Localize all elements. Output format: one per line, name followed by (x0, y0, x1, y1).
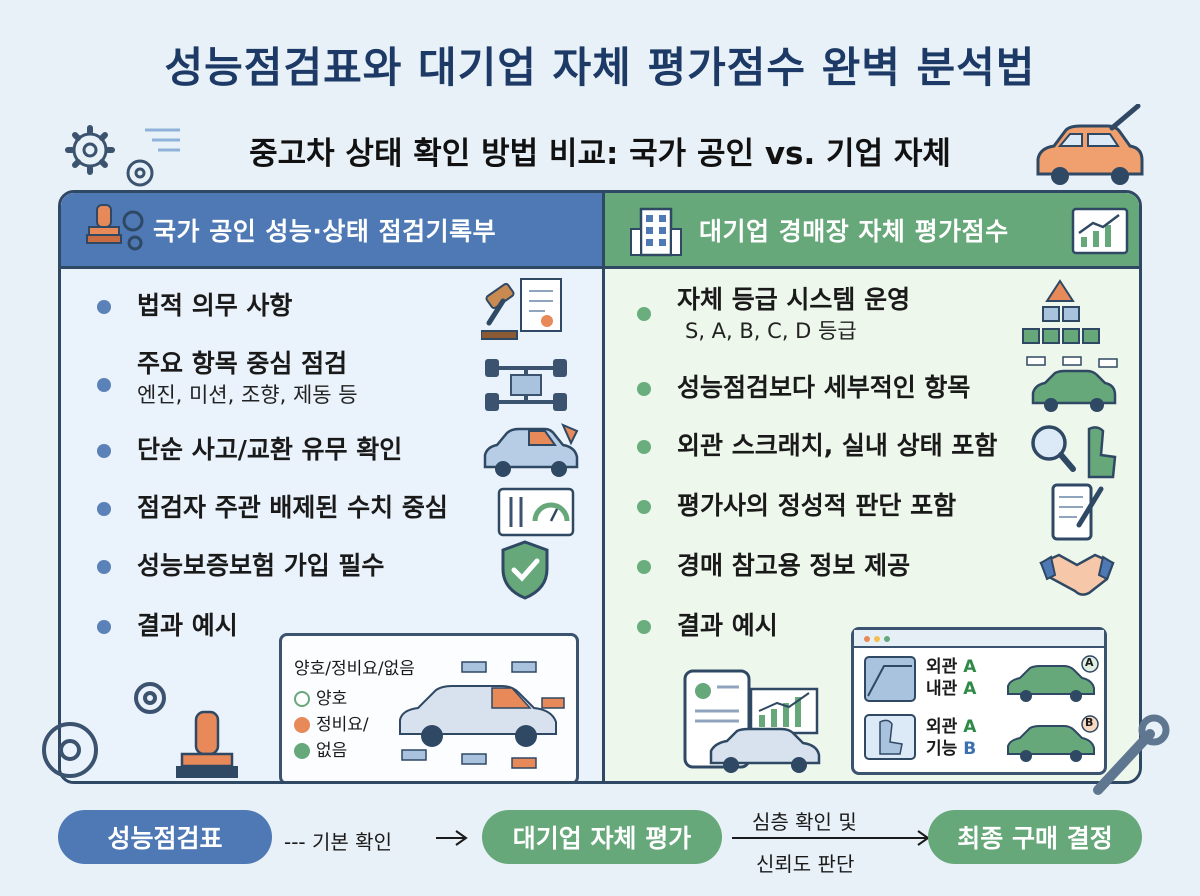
list-item: 성능점검보다 세부적인 항목 (637, 371, 970, 405)
item-label: 경매 참고용 정보 제공 (677, 551, 911, 580)
example-title: 양호/정비요/없음 (294, 659, 415, 679)
list-item: 외관 스크래치, 실내 상태 포함 (637, 429, 997, 463)
grade-row-2: 외관 A 기능 B (926, 717, 977, 759)
grade-badge-a: A (1085, 656, 1094, 669)
flow-arrow-basic-check: --- 기본 확인 (284, 830, 392, 854)
bullet (97, 444, 111, 458)
list-item: 경매 참고용 정보 제공 (637, 549, 910, 583)
gears-stamp-icon (42, 682, 238, 778)
bullet (637, 307, 651, 321)
page-subtitle: 중고차 상태 확인 방법 비교: 국가 공인 vs. 기업 자체 (249, 136, 951, 172)
item-label: 평가사의 정성적 판단 포함 (677, 491, 957, 520)
item-label: 주요 항목 중심 점검 (137, 349, 348, 378)
inspection-car-diagram (399, 661, 565, 769)
windshield-thumb-icon (864, 656, 916, 702)
list-item: 성능보증보험 가입 필수 (97, 549, 384, 583)
grade-car-a-icon (1007, 655, 1099, 702)
tablet-pen-icon (1051, 483, 1104, 541)
bullet (637, 440, 651, 454)
inspection-result-example: 양호/정비요/없음 양호 정비요/ 없음 (279, 633, 579, 781)
comparison-frame: 국가 공인 성능·상태 점검기록부 법적 의무 사항 주요 항목 중심 점검 엔… (58, 190, 1142, 784)
flow-arrow-deep-check: 심층 확인 및 (752, 810, 857, 834)
item-label: 법적 의무 사항 (137, 291, 293, 320)
item-sublabel: 엔진, 미션, 조향, 제동 등 (137, 383, 358, 407)
list-item: 법적 의무 사항 (97, 289, 292, 323)
auction-grade-example: 외관 A 내관 A A 외관 A 기능 B B (851, 627, 1107, 775)
flow-arrow-trust: 신뢰도 판단 (756, 852, 855, 876)
bullet (637, 560, 651, 574)
list-item: 주요 항목 중심 점검 엔진, 미션, 조향, 제동 등 (97, 347, 358, 409)
legend-good: 양호 (294, 684, 347, 709)
flow-step-corporate-eval: 대기업 자체 평가 (482, 810, 722, 864)
item-label: 성능보증보험 가입 필수 (137, 551, 385, 580)
auction-evaluation-title: 대기업 경매장 자체 평가점수 (699, 216, 1009, 246)
chart-up-icon (1071, 207, 1129, 255)
item-sublabel: S, A, B, C, D 등급 (685, 319, 857, 343)
item-label: 외관 스크래치, 실내 상태 포함 (677, 431, 998, 460)
building-icon (630, 207, 682, 257)
item-label: 점검자 주관 배제된 수치 중심 (137, 493, 448, 522)
damaged-car-icon (483, 423, 579, 477)
page-title: 성능점검표와 대기업 자체 평가점수 완벽 분석법 (164, 43, 1036, 92)
pyramid-icon (1022, 279, 1100, 344)
grade-badge-b: B (1085, 716, 1094, 729)
bullet (97, 300, 111, 314)
item-label: 성능점검보다 세부적인 항목 (677, 373, 971, 402)
magnifier-seat-icon (1031, 425, 1117, 479)
bullet (97, 502, 111, 516)
list-item: 점검자 주관 배제된 수치 중심 (97, 491, 448, 525)
list-item: 평가사의 정성적 판단 포함 (637, 489, 956, 523)
bullet (97, 378, 111, 392)
list-item: 단순 사고/교환 유무 확인 (97, 433, 402, 467)
bullet (97, 560, 111, 574)
seat-thumb-icon (864, 714, 916, 760)
auction-evaluation-column: 대기업 경매장 자체 평가점수 자체 등급 시스템 운영 S, A, B, C,… (602, 193, 1139, 781)
chassis-icon (485, 359, 567, 411)
bullet (637, 620, 651, 634)
legend-repair: 정비요/ (294, 710, 369, 735)
handshake-icon (1039, 553, 1115, 596)
bullet (97, 620, 111, 634)
window-dots-icon (864, 636, 890, 642)
arrow-right-icon (732, 830, 930, 846)
flow-step-final-decision: 최종 구매 결정 (928, 810, 1142, 864)
stamp-gear-icon (86, 204, 144, 251)
flow-step-inspection: 성능점검표 (58, 810, 272, 864)
gavel-icon (481, 278, 562, 340)
grade-car-b-icon (1007, 715, 1099, 762)
item-label: 결과 예시 (137, 611, 238, 640)
bullet (637, 500, 651, 514)
wrench-icon (1093, 714, 1170, 795)
bullet (637, 382, 651, 396)
list-item: 자체 등급 시스템 운영 S, A, B, C, D 등급 (637, 283, 910, 345)
grade-row-1: 외관 A 내관 A (926, 657, 977, 699)
item-label: 단순 사고/교환 유무 확인 (137, 435, 403, 464)
national-inspection-title: 국가 공인 성능·상태 점검기록부 (153, 216, 497, 246)
item-label: 결과 예시 (677, 611, 778, 640)
car-pen-icon (1036, 104, 1144, 185)
list-item: 결과 예시 (97, 609, 238, 643)
phone-chart-icon (683, 669, 821, 773)
item-label: 자체 등급 시스템 운영 (677, 285, 911, 314)
list-item: 결과 예시 (637, 609, 778, 643)
auction-evaluation-header: 대기업 경매장 자체 평가점수 (605, 193, 1139, 269)
gears-icon (65, 125, 180, 187)
legend-none: 없음 (294, 736, 347, 761)
arrow-right-icon (436, 830, 468, 846)
gauge-icon (497, 487, 575, 537)
shield-check-icon (501, 540, 549, 600)
national-inspection-header: 국가 공인 성능·상태 점검기록부 (61, 193, 602, 269)
car-detail-icon (1026, 356, 1118, 412)
